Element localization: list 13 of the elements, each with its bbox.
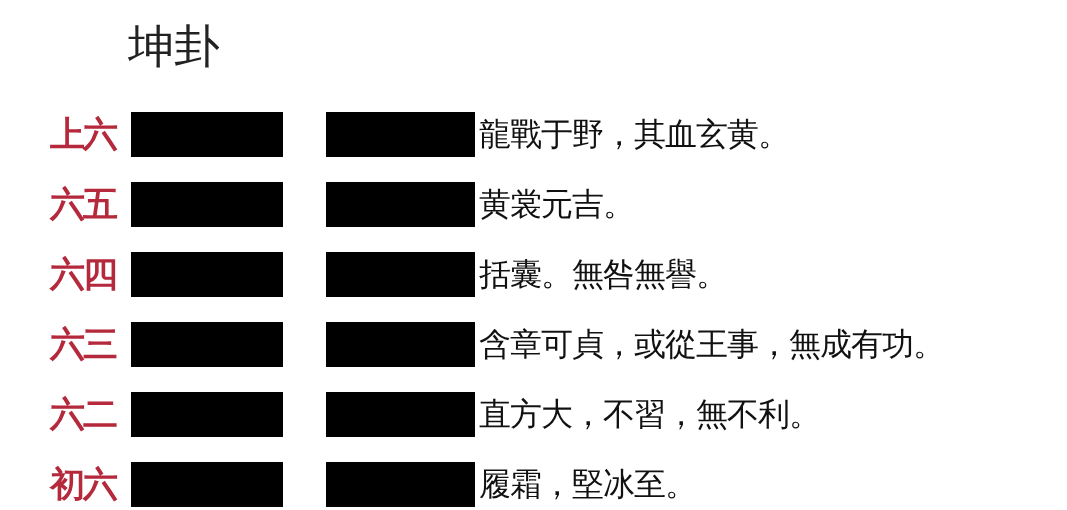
title: 坤卦 [128,24,220,70]
line-text: 含章可貞，或從王事，無成有功。 [479,328,944,360]
line-text: 龍戰于野，其血玄黄。 [479,118,789,150]
line-text: 履霜，堅冰至。 [479,468,696,500]
line-text: 直方大，不習，無不利。 [479,398,820,430]
line-name: 上六 [50,117,116,152]
line-name: 初六 [50,467,116,502]
line-text: 黄裳元吉。 [479,188,634,220]
line-text: 括囊。無咎無譽。 [479,258,727,290]
line-name: 六三 [50,327,116,362]
line-name: 六五 [50,187,116,222]
line-name: 六四 [50,257,116,292]
line-name: 六二 [50,397,116,432]
